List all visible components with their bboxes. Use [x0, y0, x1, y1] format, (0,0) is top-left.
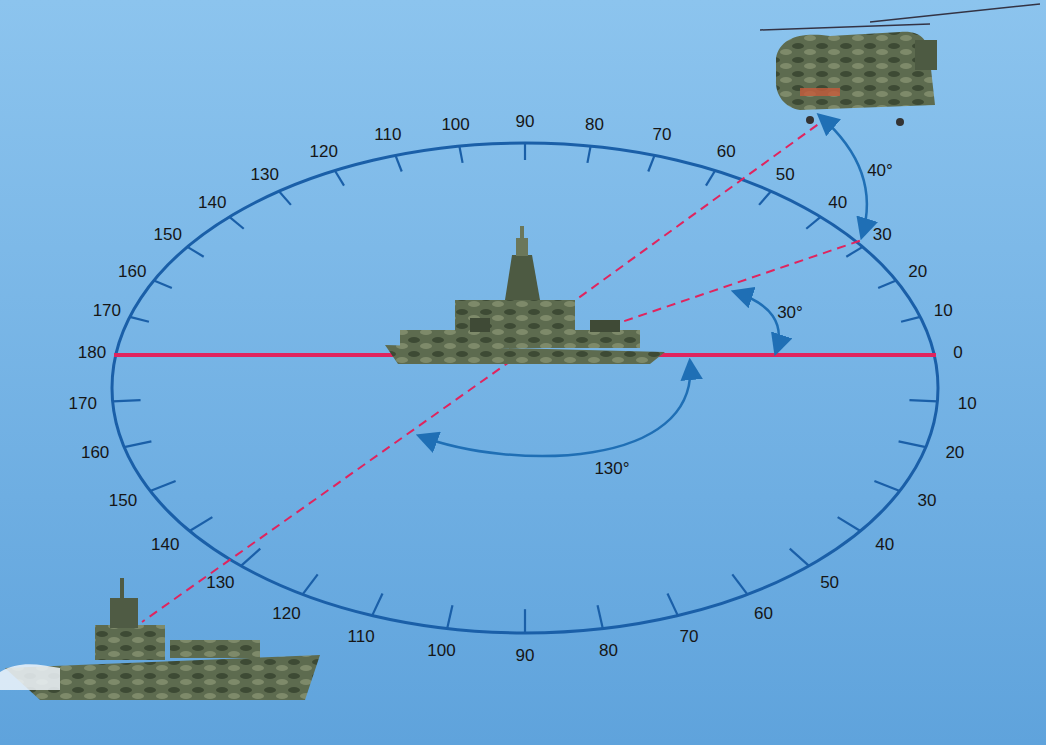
bearing-number: 160: [81, 444, 109, 461]
bearing-number: 50: [820, 573, 839, 590]
bearing-number: 30: [918, 492, 937, 509]
tick-mark: [706, 171, 715, 186]
tick-mark: [447, 605, 452, 628]
bearing-number: 130: [251, 165, 279, 182]
tick-mark: [524, 143, 526, 160]
angle-label: 30°: [777, 304, 803, 321]
tick-marks: [113, 143, 938, 633]
helicopter: [760, 4, 1040, 126]
bearing-number: 80: [599, 642, 618, 659]
tick-mark: [909, 400, 937, 401]
bearing-number: 130: [206, 573, 234, 590]
tick-mark: [459, 146, 462, 163]
tick-mark: [759, 191, 771, 205]
tick-mark: [846, 247, 862, 257]
bearing-number: 40: [828, 193, 847, 210]
ship-own: [385, 226, 665, 364]
tick-mark: [790, 549, 809, 566]
bearing-number: 50: [776, 165, 795, 182]
tick-mark: [598, 605, 603, 628]
tick-mark: [241, 549, 260, 566]
bearing-number: 110: [374, 126, 401, 143]
bearing-number: 40: [875, 535, 894, 552]
tick-mark: [524, 609, 526, 633]
tick-mark: [113, 400, 141, 401]
bearing-number: 70: [679, 628, 698, 645]
tick-mark: [667, 593, 677, 615]
tick-mark: [878, 281, 896, 288]
tick-mark: [150, 481, 175, 491]
bearing-number: 20: [908, 262, 927, 279]
bearing-number: 60: [754, 604, 773, 621]
tick-mark: [229, 217, 243, 229]
tick-mark: [124, 441, 151, 447]
bearing-number: 0: [953, 344, 962, 361]
tick-mark: [190, 517, 213, 531]
bearing-number: 80: [585, 116, 604, 133]
tick-mark: [587, 146, 590, 163]
tick-mark: [372, 593, 382, 615]
bearing-number: 160: [118, 262, 146, 279]
bearing-number: 100: [427, 642, 455, 659]
bearing-number: 90: [516, 113, 535, 130]
tick-mark: [899, 441, 926, 447]
tick-mark: [838, 517, 861, 531]
bearing-number: 150: [109, 492, 137, 509]
bearing-number: 70: [653, 126, 672, 143]
tick-mark: [303, 574, 318, 594]
bearing-number: 170: [93, 302, 121, 319]
bearing-number: 30: [873, 226, 892, 243]
tick-mark: [395, 155, 401, 171]
bearing-number: 20: [945, 444, 964, 461]
tick-mark: [901, 317, 920, 322]
bearing-lines: [142, 120, 862, 622]
angle-arcs: [420, 116, 867, 456]
bearing-ellipse: [112, 143, 938, 633]
bearing-number: 170: [68, 394, 96, 411]
tick-mark: [874, 481, 899, 491]
tick-mark: [732, 574, 747, 594]
bearing-number: 10: [934, 302, 953, 319]
bearing-number: 180: [78, 344, 106, 361]
bearing-number: 120: [310, 142, 338, 159]
tick-mark: [130, 317, 149, 322]
tick-mark: [648, 155, 654, 171]
bearing-number: 90: [516, 647, 535, 664]
bearing-number: 140: [151, 535, 179, 552]
angle-label: 40°: [867, 162, 893, 179]
tick-mark: [279, 191, 291, 205]
bearing-number: 100: [441, 116, 469, 133]
angle-label: 130°: [594, 460, 629, 477]
tick-mark: [154, 281, 172, 288]
bearing-number: 60: [717, 142, 736, 159]
ship-far: [0, 578, 320, 700]
bearing-number: 10: [958, 394, 977, 411]
tick-mark: [806, 217, 820, 229]
tick-mark: [187, 247, 203, 257]
tick-mark: [335, 171, 344, 186]
bearing-number: 150: [154, 226, 182, 243]
bearing-number: 110: [347, 628, 374, 645]
bearing-number: 140: [198, 193, 226, 210]
bearing-number: 120: [272, 604, 300, 621]
